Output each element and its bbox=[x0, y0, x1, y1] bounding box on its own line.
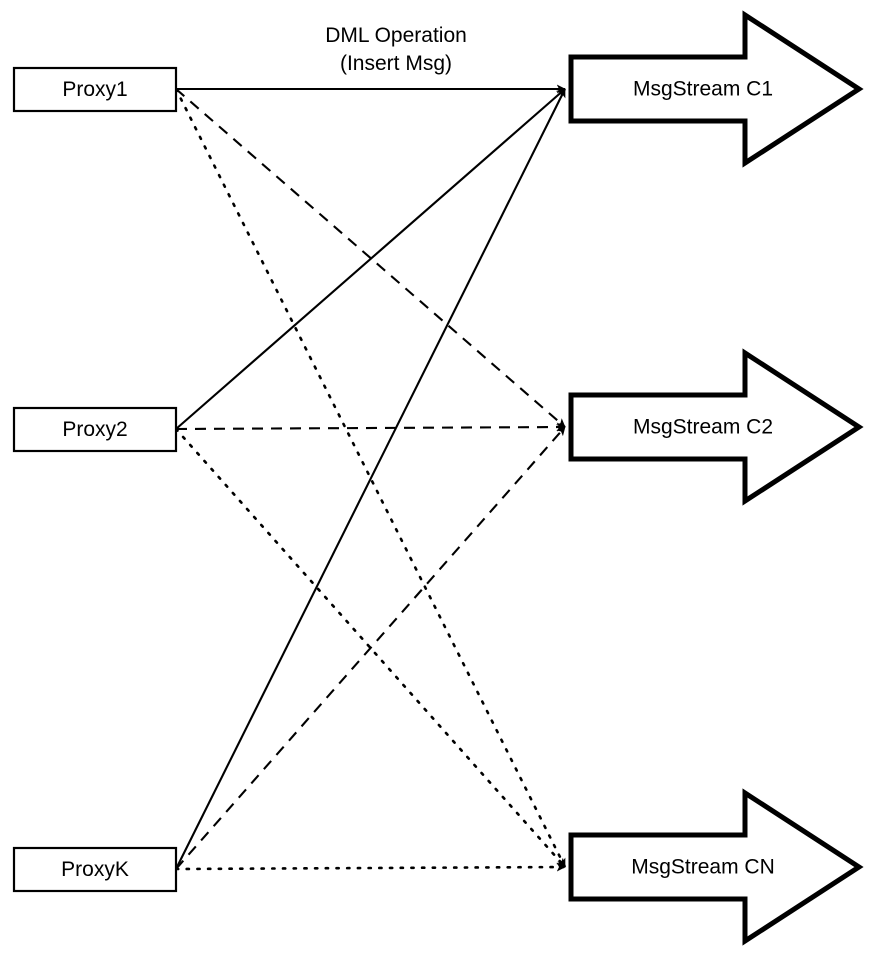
dml-operation-label-line1: DML Operation bbox=[325, 24, 467, 47]
proxy-label: Proxy2 bbox=[62, 418, 127, 441]
proxy-node-proxyk[interactable]: ProxyK bbox=[12, 846, 178, 893]
connection-pk-c1 bbox=[175, 88, 566, 870]
msgstream-label: MsgStream CN bbox=[631, 856, 775, 879]
msgstream-label: MsgStream C2 bbox=[633, 416, 773, 439]
proxy-label: ProxyK bbox=[61, 858, 129, 881]
dml-operation-label-line2: (Insert Msg) bbox=[340, 52, 452, 75]
msgstream-label: MsgStream C1 bbox=[633, 78, 773, 101]
connection-pk-c2 bbox=[175, 426, 566, 870]
proxy-box-outline bbox=[12, 846, 178, 893]
connection-pk-cn bbox=[174, 862, 567, 872]
msgstream-arrow-outline bbox=[568, 10, 864, 168]
connections-layer bbox=[174, 84, 567, 872]
proxy-label: Proxy1 bbox=[62, 78, 127, 101]
msgstream-node-msgstream-c2[interactable]: MsgStream C2 bbox=[568, 348, 864, 506]
dml-operation-label: DML Operation (Insert Msg) bbox=[325, 24, 467, 75]
proxy-box-outline bbox=[12, 66, 178, 113]
msgstream-node-msgstream-cn[interactable]: MsgStream CN bbox=[568, 788, 864, 946]
proxy-node-proxy2[interactable]: Proxy2 bbox=[12, 406, 178, 453]
msgstream-node-msgstream-c1[interactable]: MsgStream C1 bbox=[568, 10, 864, 168]
connection-p2-cn bbox=[174, 427, 567, 869]
connection-p2-c2 bbox=[175, 422, 566, 432]
msgstream-arrow-outline bbox=[568, 788, 864, 946]
proxy-node-proxy1[interactable]: Proxy1 bbox=[12, 66, 178, 113]
proxy-box-outline bbox=[12, 406, 178, 453]
msgstream-arrow-outline bbox=[568, 348, 864, 506]
connection-p2-c1 bbox=[175, 88, 566, 430]
msgstream-nodes-layer: MsgStream C1 MsgStream C2 MsgStream CN bbox=[568, 10, 864, 946]
